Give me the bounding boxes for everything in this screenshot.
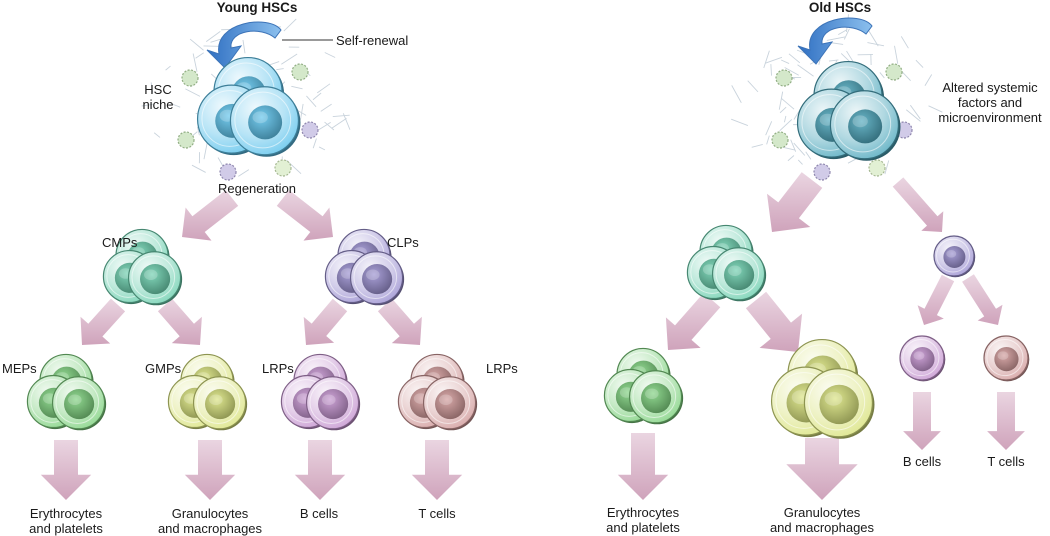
left-granulocytes-label: Granulocytes and macrophages bbox=[140, 506, 280, 536]
old-self-renewal-arrow bbox=[797, 17, 873, 65]
arrow-to-clps bbox=[276, 190, 333, 241]
altered-factors-label: Altered systemic factors and microenviro… bbox=[930, 80, 1050, 125]
old-gmp-cluster bbox=[770, 338, 875, 439]
left-t-cells-label: T cells bbox=[418, 506, 456, 521]
lrp-t-cluster bbox=[397, 353, 478, 431]
old-hscs-title: Old HSCs bbox=[808, 0, 872, 15]
young-self-renewal-arrow bbox=[206, 21, 282, 69]
arrow-to-right-b-cells bbox=[903, 392, 941, 450]
arrow-cmp-to-mep bbox=[80, 298, 126, 345]
arrow-old-clp-to-b bbox=[917, 274, 955, 325]
meps-label: MEPs bbox=[2, 361, 37, 376]
left-erythrocytes-label: Erythrocytes and platelets bbox=[8, 506, 124, 536]
gmps-label: GMPs bbox=[145, 361, 182, 376]
left-gran-line1: Granulocytes bbox=[171, 506, 249, 521]
old-hsc-cluster bbox=[796, 60, 901, 161]
arrow-old-to-myeloid bbox=[767, 172, 823, 232]
lrp-b-cluster bbox=[280, 353, 361, 431]
factors-line1: Altered systemic bbox=[942, 80, 1038, 95]
young-hscs-title: Young HSCs bbox=[216, 0, 298, 15]
hsc-niche-line1: HSC bbox=[144, 82, 172, 97]
arrow-old-cmp-to-mep bbox=[665, 292, 721, 350]
right-erythrocytes-label: Erythrocytes and platelets bbox=[585, 505, 701, 535]
old-cmp-cluster bbox=[686, 224, 767, 302]
lrps-b-label: LRPs bbox=[262, 361, 294, 376]
old-b-cell bbox=[899, 335, 946, 382]
arrow-to-right-erythrocytes bbox=[617, 433, 669, 500]
left-ery-line1: Erythrocytes bbox=[29, 506, 103, 521]
right-ery-line2: and platelets bbox=[606, 520, 680, 535]
right-gran-line2: and macrophages bbox=[769, 520, 875, 535]
clp-cluster bbox=[324, 228, 405, 306]
arrow-to-cmps bbox=[182, 190, 239, 241]
old-t-cell bbox=[983, 335, 1030, 382]
self-renewal-label: Self-renewal bbox=[336, 33, 409, 48]
gmp-cluster bbox=[167, 353, 248, 431]
hsc-niche-label: HSC niche bbox=[132, 82, 184, 112]
arrow-to-left-erythrocytes bbox=[40, 440, 92, 500]
arrow-old-clp-to-t bbox=[962, 274, 1003, 325]
arrow-to-left-b-cells bbox=[294, 440, 346, 500]
regeneration-label: Regeneration bbox=[217, 181, 297, 196]
mep-cluster bbox=[26, 353, 107, 431]
hsc-niche-line2: niche bbox=[142, 97, 174, 112]
clps-label: CLPs bbox=[387, 235, 419, 250]
left-gran-line2: and macrophages bbox=[157, 521, 263, 536]
arrow-to-left-t-cells bbox=[411, 440, 463, 500]
arrow-cmp-to-gmp bbox=[157, 298, 202, 345]
cmp-cluster bbox=[102, 228, 183, 306]
lrps-t-label: LRPs bbox=[486, 361, 518, 376]
arrow-clp-to-lrp-t bbox=[377, 298, 422, 345]
arrow-to-left-granulocytes bbox=[184, 440, 236, 500]
right-ery-line1: Erythrocytes bbox=[606, 505, 680, 520]
right-gran-line1: Granulocytes bbox=[783, 505, 861, 520]
arrow-old-to-lymphoid bbox=[892, 177, 944, 232]
cmps-label: CMPs bbox=[102, 235, 138, 250]
old-mep-cluster bbox=[603, 347, 684, 425]
left-ery-line2: and platelets bbox=[29, 521, 103, 536]
arrow-to-right-granulocytes bbox=[786, 438, 858, 500]
right-granulocytes-label: Granulocytes and macrophages bbox=[752, 505, 892, 535]
arrow-to-right-t-cells bbox=[987, 392, 1025, 450]
factors-line2: factors and bbox=[957, 95, 1023, 110]
factors-line3: microenvironment bbox=[938, 110, 1042, 125]
arrow-clp-to-lrp-b bbox=[303, 298, 348, 345]
arrow-old-cmp-to-gmp bbox=[745, 291, 803, 352]
old-clp-cell bbox=[933, 235, 976, 278]
young-hsc-cluster bbox=[196, 56, 301, 157]
right-t-cells-label: T cells bbox=[987, 454, 1025, 469]
right-b-cells-label: B cells bbox=[902, 454, 942, 469]
left-b-cells-label: B cells bbox=[299, 506, 339, 521]
